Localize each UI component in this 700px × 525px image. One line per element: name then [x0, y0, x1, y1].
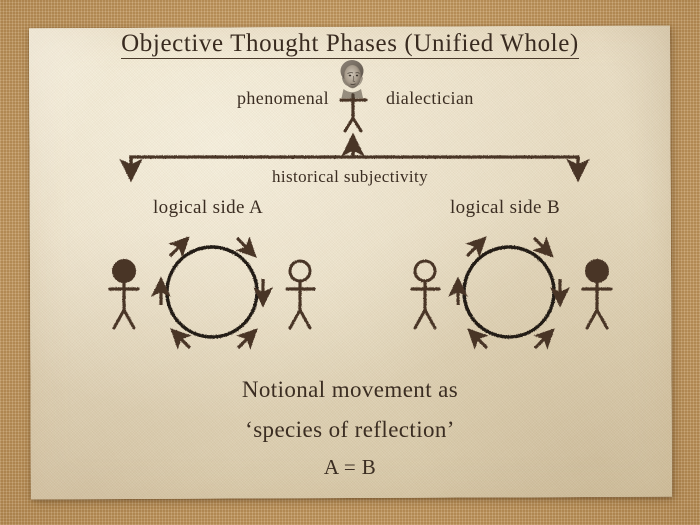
- central-stick-figure: [339, 93, 368, 133]
- page-title: Objective Thought Phases (Unified Whole): [0, 30, 700, 59]
- diagram-group-b: [410, 234, 613, 352]
- conclusion-line-1: Notional movement as: [241, 377, 459, 402]
- label-historical-subjectivity: historical subjectivity: [271, 167, 429, 186]
- conclusion-line-3: A = B: [323, 455, 377, 479]
- label-phenomenal: phenomenal: [237, 88, 329, 108]
- rotation-arrows-a: [151, 236, 273, 350]
- circle-b: [462, 245, 556, 339]
- diagram-group-a: [108, 234, 316, 352]
- page-title-text: Objective Thought Phases (Unified Whole): [121, 30, 579, 59]
- conclusion-line-2: ‘species of reflection’: [245, 417, 455, 442]
- stick-figure-b-right: [581, 259, 613, 330]
- label-logical-side-a: logical side A: [153, 197, 264, 218]
- circle-a: [165, 245, 259, 339]
- hegel-portrait-head: [340, 60, 364, 98]
- stick-figure-a-left: [108, 259, 140, 330]
- stick-figure-b-left: [410, 259, 441, 330]
- label-dialectician: dialectician: [386, 88, 474, 108]
- rotation-arrows-b: [448, 236, 570, 350]
- label-logical-side-b: logical side B: [450, 197, 561, 218]
- stick-figure-a-right: [285, 259, 316, 330]
